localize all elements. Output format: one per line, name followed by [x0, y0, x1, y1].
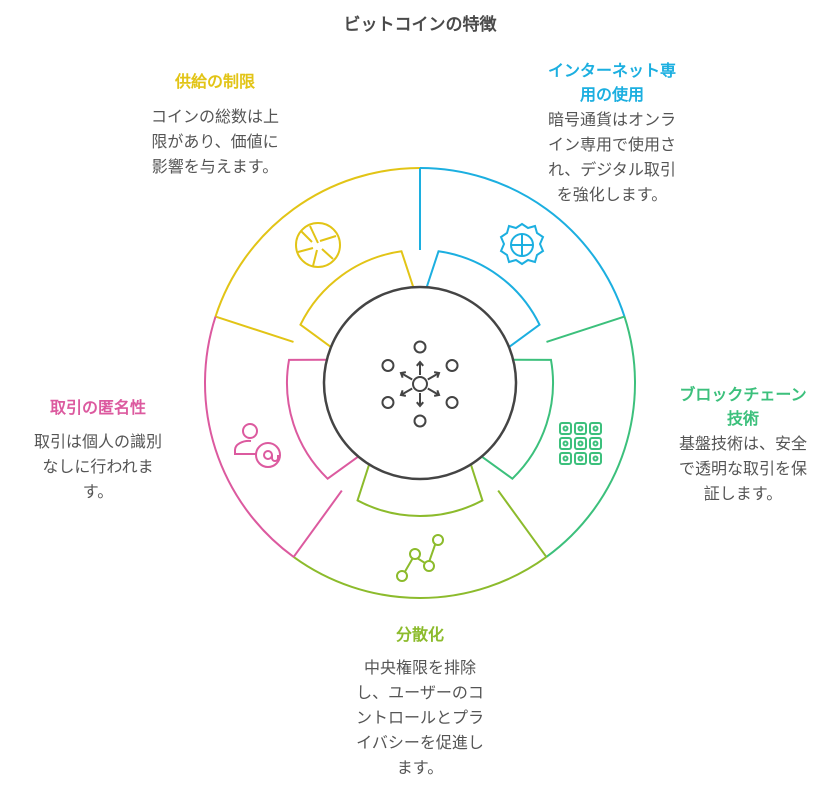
heading: 取引の匿名性: [49, 398, 146, 417]
outer-arc-decentral: [293, 556, 547, 599]
body-line: なしに行われま: [42, 457, 154, 476]
network-hub-icon: [381, 340, 459, 428]
body-line: で透明な取引を保: [678, 459, 807, 478]
user-at-icon: [233, 423, 281, 468]
outer-arc-anonymity: [204, 316, 295, 558]
body-line: 影響を与えます。: [151, 157, 279, 176]
body-line: イバシーを促進し: [356, 733, 484, 752]
body-line: コインの総数は上: [150, 107, 279, 126]
heading: インターネット専: [547, 61, 676, 80]
body-line: ントロールとプラ: [355, 708, 484, 727]
divider-decentral: [497, 490, 548, 558]
line-chart-icon: [396, 534, 444, 582]
inner-band-blockchain: [481, 358, 554, 480]
section-anonymity: 取引の匿名性 取引は個人の識別 なしに行われま す。: [13, 396, 183, 504]
outer-arc-blockchain: [545, 316, 636, 558]
section-internet: インターネット専 用の使用 暗号通貨はオンラ イン専用で使用さ れ、デジタル取引…: [527, 59, 697, 207]
heading: 分散化: [395, 625, 444, 644]
outer-arc-supply: [214, 167, 421, 317]
heading: 技術: [726, 409, 759, 428]
heading: 供給の制限: [174, 72, 255, 91]
body-line: 限があり、価値に: [151, 132, 279, 151]
inner-band-supply: [299, 250, 415, 348]
inner-band-internet: [425, 250, 541, 348]
body-line: 取引は個人の識別: [33, 432, 162, 451]
section-blockchain: ブロックチェーン 技術 基盤技術は、安全 で透明な取引を保 証します。: [658, 383, 828, 506]
section-supply: 供給の制限 コインの総数は上 限があり、価値に 影響を与えます。: [130, 70, 300, 179]
heading: 用の使用: [579, 85, 644, 104]
inner-band-anonymity: [286, 358, 359, 480]
gear-icon: [499, 222, 545, 266]
body-line: す。: [82, 482, 114, 501]
divider-supply: [215, 315, 294, 343]
network-grid-icon: [559, 422, 602, 465]
body-line: 基盤技術は、安全: [678, 434, 807, 453]
aperture-icon: [295, 222, 341, 268]
body-line: イン専用で使用さ: [547, 135, 676, 154]
inner-band-decentral: [356, 464, 484, 517]
body-line: ます。: [396, 758, 444, 777]
diagram-title: ビットコインの特徴: [343, 15, 497, 35]
section-decentralization: 分散化 中央権限を排除 し、ユーザーのコ ントロールとプラ イバシーを促進し ま…: [335, 623, 505, 780]
divider-blockchain: [546, 315, 625, 343]
heading: ブロックチェーン: [679, 385, 807, 404]
body-line: 中央権限を排除: [363, 658, 476, 677]
divider-anonymity: [292, 490, 343, 558]
body-line: を強化します。: [556, 185, 668, 204]
outer-arc-internet: [419, 167, 626, 317]
body-line: し、ユーザーのコ: [356, 683, 484, 702]
center-circle: [322, 285, 518, 481]
body-line: 証します。: [703, 484, 783, 503]
body-line: 暗号通貨はオンラ: [547, 110, 676, 129]
body-line: れ、デジタル取引: [548, 160, 676, 179]
